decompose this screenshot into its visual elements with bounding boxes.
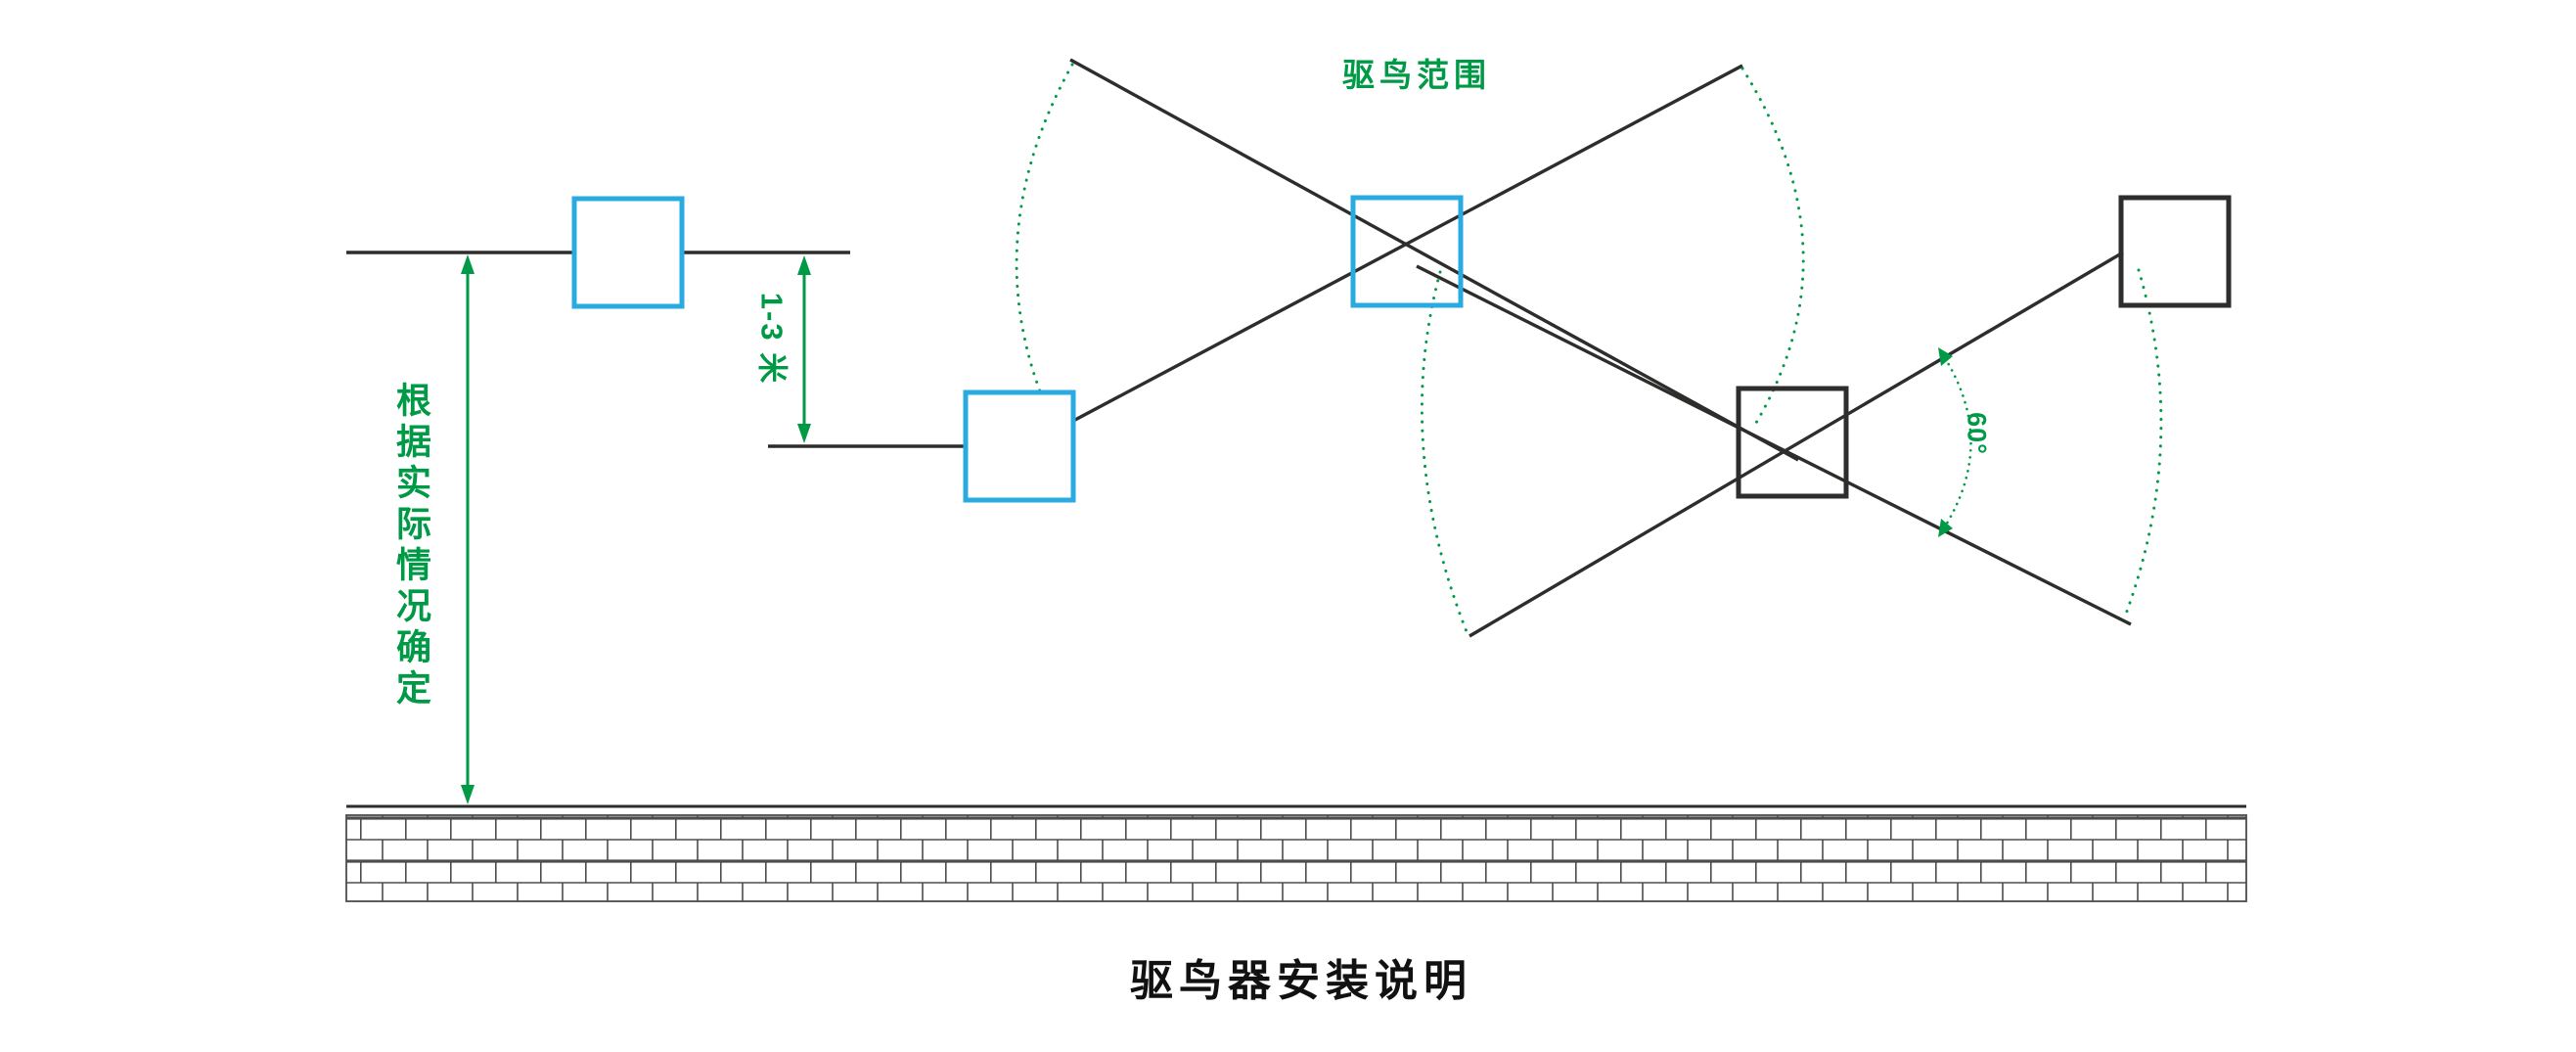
device-right — [2118, 195, 2232, 308]
brick-wall — [345, 814, 2247, 902]
spacing-dimension-arrow-bottom — [797, 424, 811, 443]
angle-arc — [1943, 356, 1972, 528]
device-crossing-1 — [1350, 195, 1464, 308]
range-arc-left-of-second — [1420, 270, 1469, 636]
range-arc-right-of-first — [1740, 67, 1805, 425]
beam-line-c — [1469, 251, 2124, 638]
range-arc-right-of-second — [2123, 268, 2163, 618]
height-dimension-arrow-bottom — [461, 785, 475, 804]
angle-arrowhead-bottom — [1938, 519, 1953, 537]
beam-line-d — [1416, 264, 2132, 626]
device-left — [571, 196, 685, 309]
device-crossing-2 — [1736, 386, 1849, 499]
spacing-dimension-arrow-top — [797, 255, 811, 275]
angle-label: 60° — [1962, 412, 1992, 455]
diagram-title: 驱鸟器安装说明 — [1130, 957, 1472, 1005]
height-note-label: 根据实际情况确定 — [391, 382, 431, 710]
device-mid — [963, 389, 1076, 503]
angle-arrowhead-top — [1938, 347, 1953, 366]
beam-line-b — [1026, 64, 1743, 447]
height-dimension-arrow-top — [461, 254, 475, 274]
beam-line-a — [1069, 58, 1799, 462]
range-label: 驱鸟范围 — [1342, 57, 1491, 93]
range-arc-left-of-first — [1015, 63, 1074, 442]
spacing-label: 1-3 米 — [754, 292, 790, 386]
